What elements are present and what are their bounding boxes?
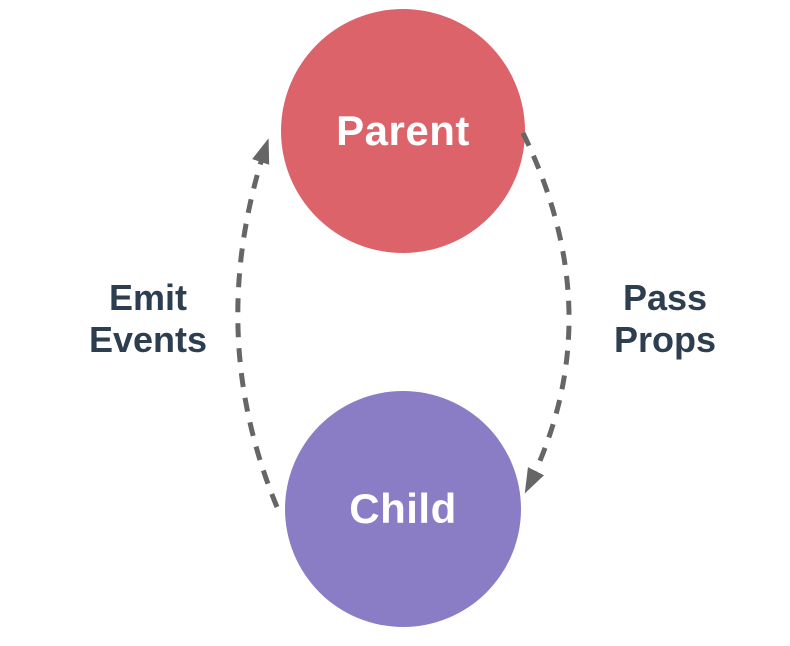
- edge-emit-events-arrow: [235, 138, 280, 508]
- pass-props-label: Pass Props: [613, 277, 717, 360]
- child-node-label: Child: [349, 485, 457, 532]
- parent-node-circle: [281, 9, 525, 253]
- emit-events-label: Emit Events: [88, 277, 208, 360]
- child-node-circle: [285, 391, 521, 627]
- parent-node-label: Parent: [336, 107, 470, 154]
- edge-pass-props-arrow: [520, 131, 572, 494]
